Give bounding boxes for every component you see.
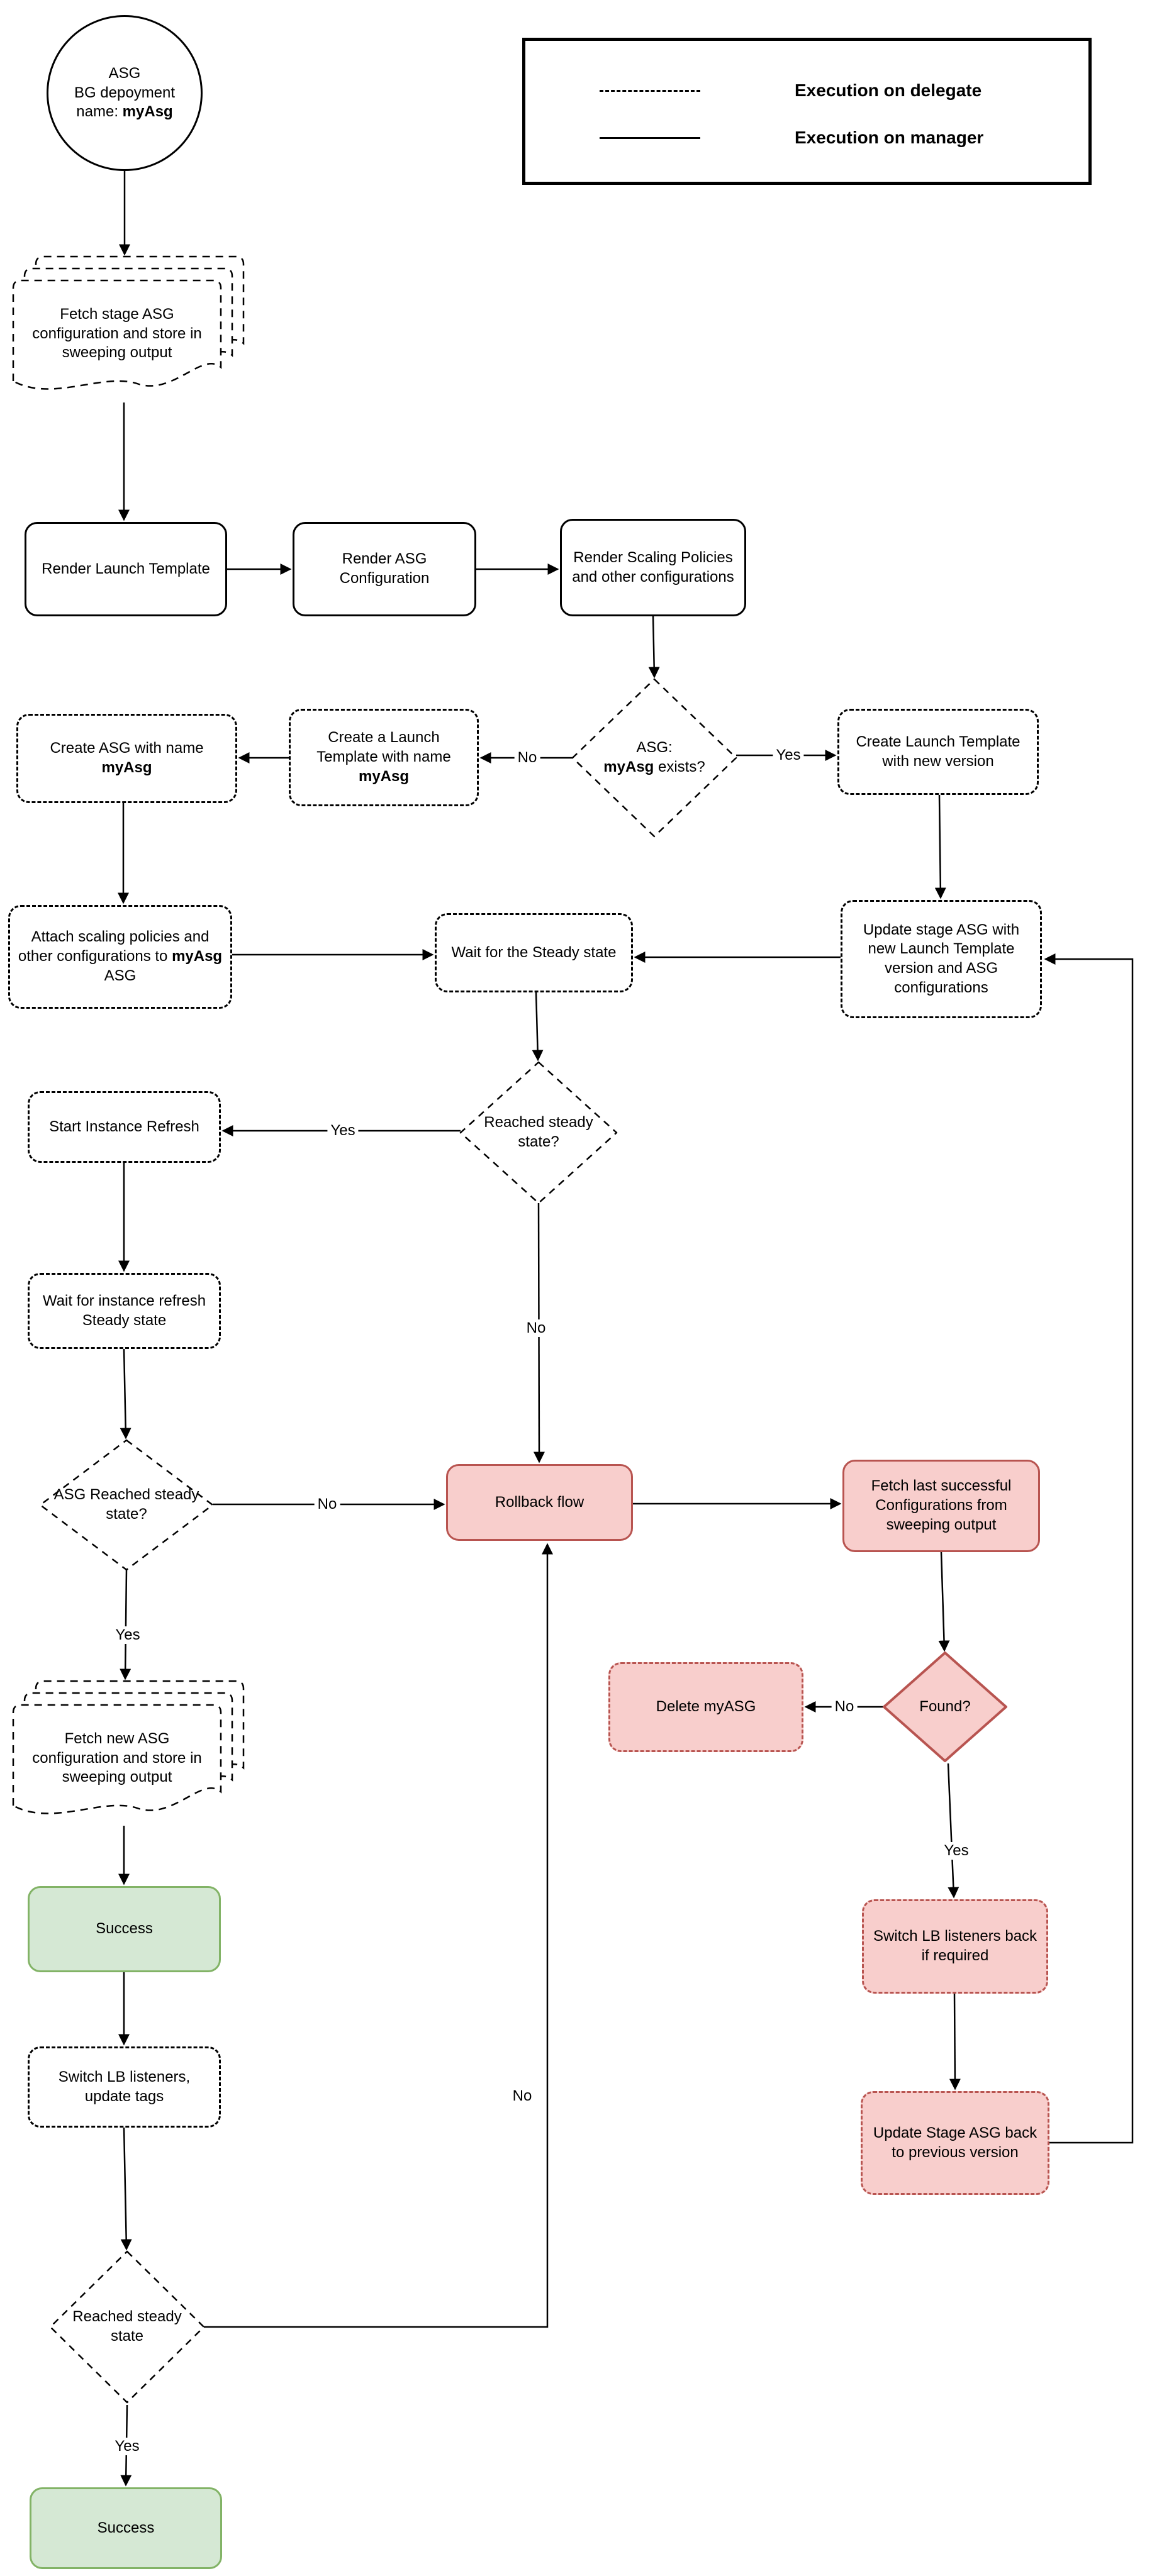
reached-steady-1-diamond <box>459 1061 618 1204</box>
node-create-launch-template-new-version: Create Launch Template with new version <box>837 709 1039 795</box>
edge-render-scaling-to-asg-exists <box>648 616 660 679</box>
edge-fetch-last-to-found <box>938 1552 950 1652</box>
start-line2: BG depoyment <box>74 84 176 101</box>
asg-reached-steady-label: ASG Reached steady state? <box>53 1486 199 1523</box>
asg-exists-diamond-label: ASG: myAsg exists? <box>603 739 705 775</box>
edge-found-yes-to-switch-back <box>947 1763 959 1899</box>
edge-switch-lb-to-reached2 <box>120 2127 132 2251</box>
node-wait-instance-refresh: Wait for instance refresh Steady state <box>28 1273 221 1349</box>
node-success-2: Success <box>30 2487 222 2569</box>
node-fetch-new-asg-config: Fetch new ASG configuration and store in… <box>32 1729 202 1786</box>
reached-steady-2-label: Reached steady state <box>72 2308 182 2345</box>
edge-create-ltnv-to-update-stage <box>934 794 946 899</box>
node-render-launch-template: Render Launch Template <box>25 522 227 616</box>
edge-update-back-loop-to-update-stage <box>1044 953 1134 2144</box>
start-node: ASG BG depoyment name: myAsg <box>47 15 203 171</box>
label-reached2-yes: Yes <box>111 2438 143 2455</box>
node-delete-myasg: Delete myASG <box>608 1662 803 1752</box>
node-rollback-flow: Rollback flow <box>446 1464 633 1541</box>
start-line1: ASG <box>108 64 141 82</box>
legend-delegate-label: Execution on delegate <box>795 80 982 100</box>
node-create-asg: Create ASG with name myAsg <box>16 714 237 803</box>
node-update-stage-asg: Update stage ASG with new Launch Templat… <box>841 900 1042 1018</box>
legend-box: Execution on delegate Execution on manag… <box>522 38 1092 185</box>
node-success-1: Success <box>28 1886 221 1972</box>
edge-wait-steady-to-reached1 <box>532 992 544 1062</box>
node-render-scaling-policies: Render Scaling Policies and other config… <box>560 519 746 616</box>
node-start-instance-refresh: Start Instance Refresh <box>28 1091 221 1163</box>
label-asg-reached-yes: Yes <box>112 1626 143 1644</box>
solid-line-sample <box>600 136 700 139</box>
node-attach-scaling-policies: Attach scaling policies and other config… <box>8 905 232 1009</box>
node-render-asg-configuration: Render ASG Configuration <box>293 522 476 616</box>
reached-steady-2-diamond <box>49 2250 205 2404</box>
label-asg-reached-no: No <box>314 1496 340 1513</box>
label-found-no: No <box>831 1698 858 1716</box>
label-found-yes: Yes <box>941 1842 972 1860</box>
node-update-stage-back: Update Stage ASG back to previous versio… <box>861 2091 1049 2195</box>
label-asg-exists-no: No <box>514 749 540 767</box>
label-asg-exists-yes: Yes <box>773 747 804 764</box>
node-fetch-stage-config: Fetch stage ASG configuration and store … <box>32 305 202 362</box>
found-diamond-label: Found? <box>919 1697 971 1715</box>
legend-manager-label: Execution on manager <box>795 128 984 147</box>
found-diamond <box>883 1652 1007 1762</box>
asg-exists-diamond <box>571 678 737 838</box>
dashed-line-sample <box>600 89 700 92</box>
node-fetch-last-successful: Fetch last successful Configurations fro… <box>842 1460 1040 1552</box>
edge-reached2-no-loop-to-rollback <box>204 1543 553 2328</box>
node-wait-steady-state: Wait for the Steady state <box>435 913 633 992</box>
label-reached1-yes: Yes <box>327 1122 359 1140</box>
edge-asg-reached-yes-to-fetch-new <box>120 1569 131 1680</box>
node-switch-lb-listeners: Switch LB listeners, update tags <box>28 2046 221 2128</box>
node-create-a-launch-template: Create a Launch Template with name myAsg <box>289 709 479 806</box>
label-reached2-no: No <box>509 2087 535 2105</box>
reached-steady-1-label: Reached steady state? <box>484 1114 593 1150</box>
label-reached1-no: No <box>523 1319 549 1337</box>
edge-wait-refresh-to-asg-reached <box>120 1348 131 1440</box>
start-line3: name: myAsg <box>76 103 173 121</box>
edge-switch-back-to-update-back <box>949 1993 961 2090</box>
node-switch-lb-back: Switch LB listeners back if required <box>862 1899 1048 1994</box>
asg-reached-steady-diamond <box>39 1439 214 1571</box>
